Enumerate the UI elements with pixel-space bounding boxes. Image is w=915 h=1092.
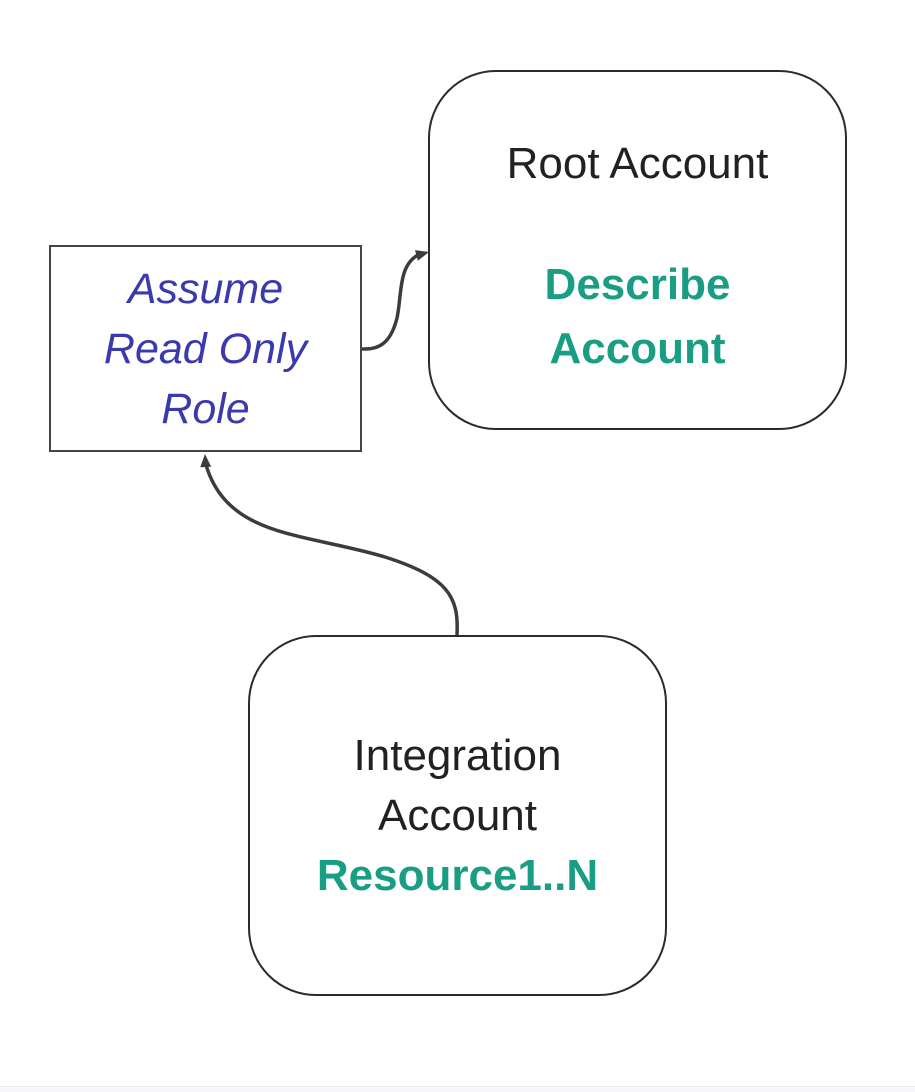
node-assume-read-only-role: Assume Read Only Role [49,245,362,452]
arrowhead-assume-to-root-icon [415,250,429,261]
root-account-action: Describe Account [545,253,731,381]
root-account-action-line: Account [549,324,726,373]
node-integration-account: Integration Account Resource1..N [248,635,667,996]
assume-role-line: Role [161,384,250,433]
page-bottom-strip [0,1086,915,1092]
assume-role-line: Read Only [103,324,308,373]
node-root-account: Root Account Describe Account [428,70,847,430]
arrowhead-integration-to-assume-icon [200,454,212,468]
integration-account-title-line: Account [378,790,537,840]
root-account-title: Root Account [506,139,769,188]
edge-assume-to-root [361,253,420,351]
integration-account-resource-label: Resource1..N [316,850,599,900]
root-account-action-line: Describe [544,260,731,309]
integration-account-title-line: Integration [353,730,562,780]
assume-role-line: Assume [127,264,284,313]
edge-integration-to-assume [204,463,459,636]
